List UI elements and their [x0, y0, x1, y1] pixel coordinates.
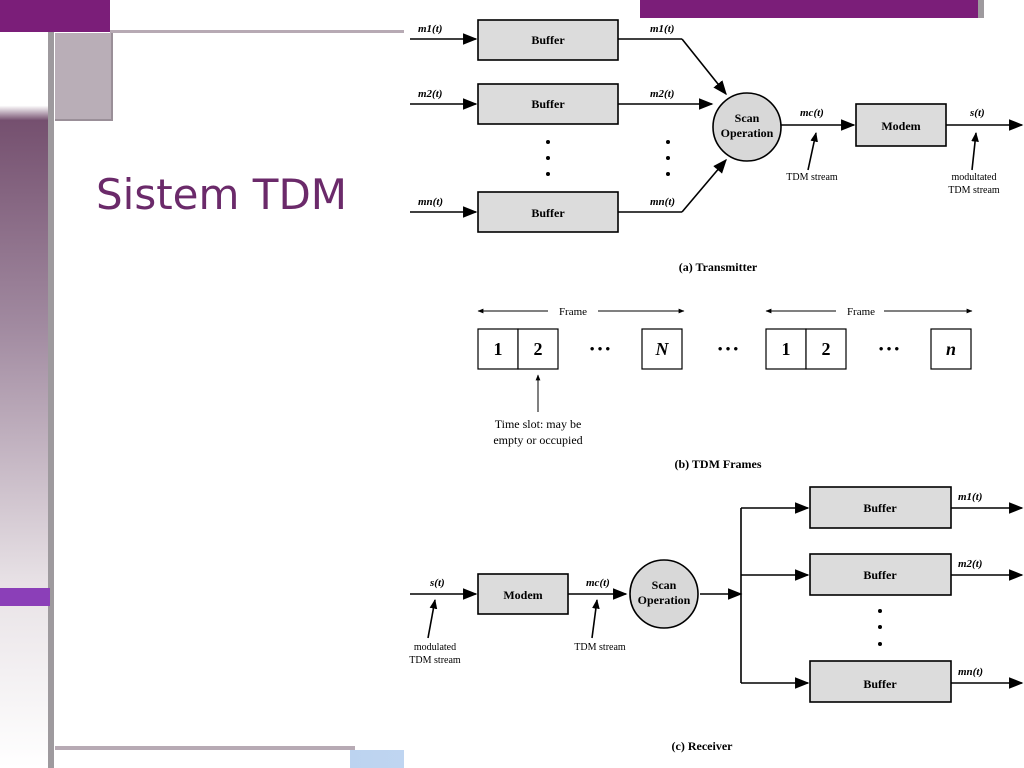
tx-modulated-label-1: modultated: [952, 172, 997, 183]
tx-buffer-2-label: Buffer: [531, 97, 565, 111]
frame1-slot-1-label: 1: [494, 339, 503, 359]
decor-top-right-edge: [978, 0, 984, 18]
decor-left-purple-bar: [0, 588, 50, 606]
frame1-slot-1: [477, 328, 519, 370]
tx-mc-label: mc(t): [800, 107, 824, 119]
tdm-diagram-svg: Buffer Buffer Buffer Scan Operation Mode…: [409, 19, 1024, 753]
frame1-ellipsis: • • •: [590, 341, 611, 356]
tx-scan-operation-circle: [712, 92, 782, 162]
tx-modem-label: Modem: [881, 119, 920, 133]
tx-tdm-stream-pointer: [807, 132, 818, 171]
frame2-slot-2: [805, 328, 847, 370]
frame2-label: Frame: [847, 306, 875, 318]
frame2-ellipsis: • • •: [879, 341, 900, 356]
frame1-slot-2: [517, 328, 559, 370]
rx-output-label-n: mn(t): [958, 666, 983, 678]
frame2-slot-2-label: 2: [822, 339, 831, 359]
frame1-slot-2-label: 2: [534, 339, 543, 359]
rx-output-label-2: m2(t): [958, 558, 982, 570]
tx-buffer-n: [477, 191, 619, 233]
decor-left-gradient-strip: [0, 32, 48, 768]
tx-input-label-2: m2(t): [418, 88, 442, 100]
frame1-slot-N-label: N: [655, 339, 670, 359]
rx-scan-label-2: Operation: [638, 593, 691, 607]
tx-caption: (a) Transmitter: [679, 260, 758, 274]
rx-scan-operation-circle: [629, 559, 699, 629]
tx-modem-box: [855, 103, 947, 147]
rx-buffer-1: [809, 486, 952, 529]
rx-mc-label: mc(t): [586, 577, 610, 589]
frame1-label: Frame: [559, 306, 587, 318]
rx-caption: (c) Receiver: [672, 739, 734, 753]
tx-output-label-2: m2(t): [650, 88, 674, 100]
tx-arrow-to-scan-n: [681, 158, 727, 213]
frames-caption: (b) TDM Frames: [674, 457, 761, 471]
rx-buffer-2-label: Buffer: [863, 568, 897, 582]
tx-modulated-pointer: [971, 132, 979, 171]
rx-tdm-stream-label: TDM stream: [574, 642, 626, 653]
tx-scan-label-2: Operation: [721, 126, 774, 140]
rx-buffer-2: [809, 553, 952, 596]
decor-top-left-block: [0, 0, 110, 32]
rx-modulated-label-2: TDM stream: [409, 655, 461, 666]
tx-st-label: s(t): [969, 107, 985, 119]
tx-buffer-1: [477, 19, 619, 61]
decor-left-border: [48, 32, 54, 768]
tx-scan-label-1: Scan: [735, 111, 760, 125]
rx-buffer-1-label: Buffer: [863, 501, 897, 515]
tx-buffer-1-label: Buffer: [531, 33, 565, 47]
rx-buffer-n: [809, 660, 952, 703]
frame2-slot-n: [930, 328, 972, 370]
slide-title: Sistem TDM: [96, 170, 348, 219]
tx-buffer-2: [477, 83, 619, 125]
tx-input-label-1: m1(t): [418, 23, 442, 35]
rx-modulated-pointer: [427, 599, 438, 639]
between-frames-ellipsis: • • •: [718, 341, 739, 356]
rx-vertical-dots: [878, 609, 882, 646]
tx-vertical-dots: [546, 140, 670, 176]
frame1-slot-N: [641, 328, 683, 370]
tx-output-label-n: mn(t): [650, 196, 675, 208]
rx-modem-label: Modem: [503, 588, 542, 602]
rx-output-label-1: m1(t): [958, 491, 982, 503]
tdm-diagram: Buffer Buffer Buffer Scan Operation Mode…: [404, 0, 1024, 768]
decor-top-line: [110, 30, 410, 33]
decor-square: [55, 33, 113, 121]
tx-buffer-n-label: Buffer: [531, 206, 565, 220]
tx-arrow-to-scan-1: [681, 38, 727, 96]
tx-modulated-label-2: TDM stream: [948, 185, 1000, 196]
slot-note-line-1: Time slot: may be: [495, 417, 582, 431]
frame2-slot-1: [765, 328, 807, 370]
rx-st-label: s(t): [429, 577, 445, 589]
rx-modulated-label-1: modulated: [414, 642, 456, 653]
frame2-slot-1-label: 1: [782, 339, 791, 359]
frame2-slot-n-label: n: [946, 339, 956, 359]
rx-modem-box: [477, 573, 569, 615]
tx-output-label-1: m1(t): [650, 23, 674, 35]
tx-input-label-n: mn(t): [418, 196, 443, 208]
rx-buffer-n-label: Buffer: [863, 677, 897, 691]
tx-tdm-stream-label: TDM stream: [786, 172, 838, 183]
decor-top-right-bar: [640, 0, 980, 18]
slot-note-line-2: empty or occupied: [493, 433, 582, 447]
rx-tdm-stream-pointer: [591, 599, 600, 639]
rx-scan-label-1: Scan: [652, 578, 677, 592]
decor-bottom-line: [55, 746, 355, 750]
